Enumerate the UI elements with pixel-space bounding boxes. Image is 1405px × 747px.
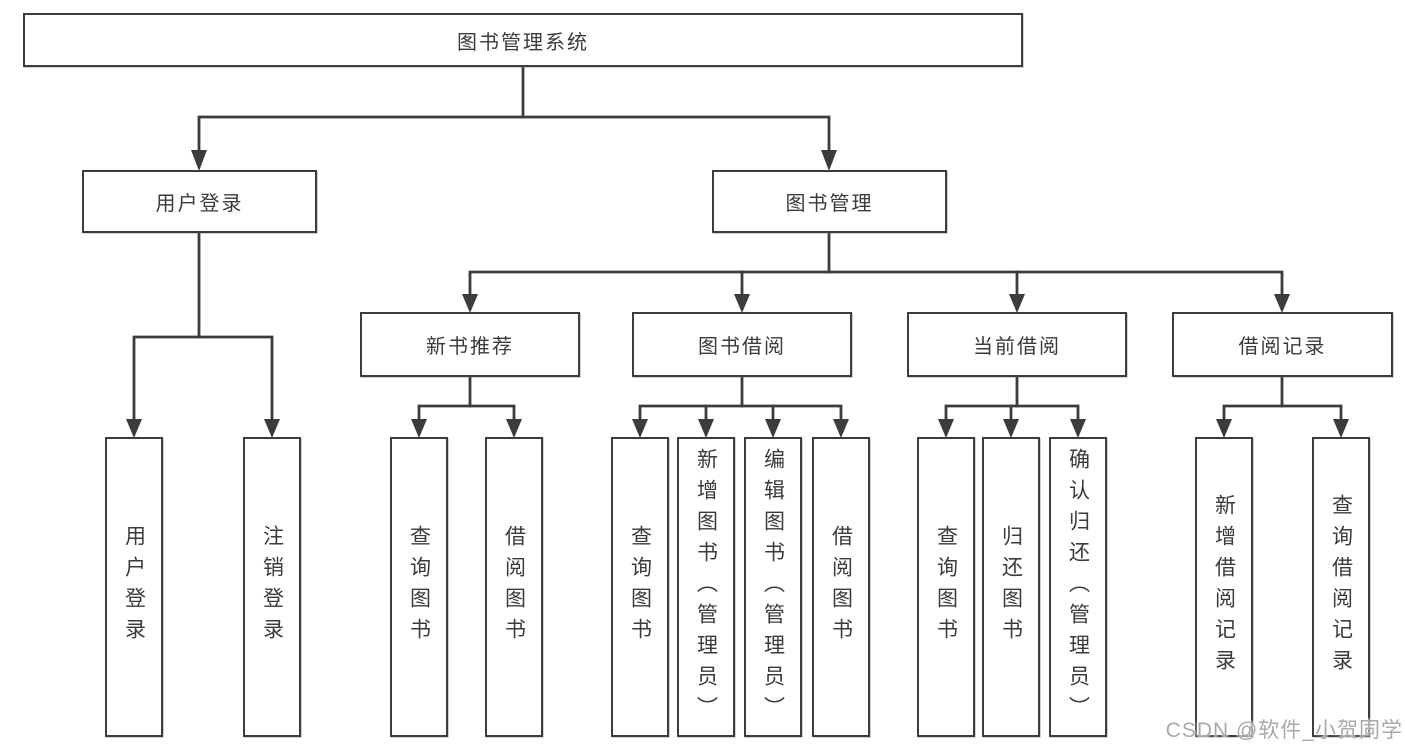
node-borrow-records-label: 借阅记录 — [1238, 336, 1327, 358]
node-current-borrow-label: 当前借阅 — [973, 336, 1061, 358]
node-user-login: 用户登录 — [82, 170, 317, 233]
leaf-current-confirm-return-admin-label: 确认归还（管理员） — [1066, 447, 1090, 727]
leaf-newbook-borrow-books: 借阅图书 — [485, 437, 543, 737]
connector-borrow-branch — [638, 404, 843, 423]
node-library-system-label: 图书管理系统 — [457, 31, 589, 54]
connector-level1-branch — [197, 115, 831, 154]
leaf-borrow-query-books: 查询图书 — [611, 437, 669, 737]
leaf-logout: 注销登录 — [243, 437, 301, 737]
leaf-user-login: 用户登录 — [105, 437, 163, 737]
leaf-current-return-books-label: 归还图书 — [999, 525, 1023, 649]
node-user-login-label: 用户登录 — [155, 193, 244, 215]
connector-newbook-branch — [417, 404, 516, 423]
node-book-management: 图书管理 — [712, 170, 947, 233]
leaf-borrow-edit-books-admin-label: 编辑图书（管理员） — [761, 447, 785, 727]
node-borrow-records: 借阅记录 — [1172, 312, 1393, 377]
leaf-borrow-query-books-label: 查询图书 — [628, 525, 652, 649]
node-new-book-recommend: 新书推荐 — [360, 312, 580, 377]
leaf-borrow-add-books-admin-label: 新增图书（管理员） — [694, 447, 718, 727]
leaf-borrow-edit-books-admin: 编辑图书（管理员） — [744, 437, 802, 737]
leaf-borrow-borrow-books: 借阅图书 — [812, 437, 870, 737]
node-book-borrow-label: 图书借阅 — [698, 336, 786, 358]
node-library-system: 图书管理系统 — [23, 13, 1023, 67]
node-book-borrow: 图书借阅 — [632, 312, 852, 377]
leaf-newbook-query-books-label: 查询图书 — [407, 525, 431, 649]
arrowheads — [126, 150, 1349, 438]
node-current-borrow: 当前借阅 — [907, 312, 1127, 377]
leaf-records-add-record: 新增借阅记录 — [1195, 437, 1253, 737]
leaf-user-login-label: 用户登录 — [122, 525, 146, 649]
leaf-newbook-borrow-books-label: 借阅图书 — [502, 525, 526, 649]
leaf-records-add-record-label: 新增借阅记录 — [1212, 494, 1236, 680]
node-book-management-label: 图书管理 — [785, 193, 874, 215]
leaf-records-query-record-label: 查询借阅记录 — [1329, 494, 1353, 680]
leaf-records-query-record: 查询借阅记录 — [1312, 437, 1370, 737]
node-new-book-recommend-label: 新书推荐 — [426, 336, 514, 358]
leaf-current-query-books: 查询图书 — [917, 437, 975, 737]
csdn-watermark: CSDN @软件_小贺同学 — [1165, 719, 1403, 742]
leaf-current-return-books: 归还图书 — [982, 437, 1040, 737]
leaf-borrow-add-books-admin: 新增图书（管理员） — [677, 437, 735, 737]
connector-login-branch — [132, 335, 274, 423]
leaf-newbook-query-books: 查询图书 — [390, 437, 448, 737]
connector-records-branch — [1222, 404, 1343, 423]
leaf-logout-label: 注销登录 — [260, 525, 284, 649]
leaf-current-confirm-return-admin: 确认归还（管理员） — [1049, 437, 1107, 737]
leaf-current-query-books-label: 查询图书 — [934, 525, 958, 649]
connector-mgmt-branch — [468, 270, 1284, 297]
leaf-borrow-borrow-books-label: 借阅图书 — [829, 525, 853, 649]
